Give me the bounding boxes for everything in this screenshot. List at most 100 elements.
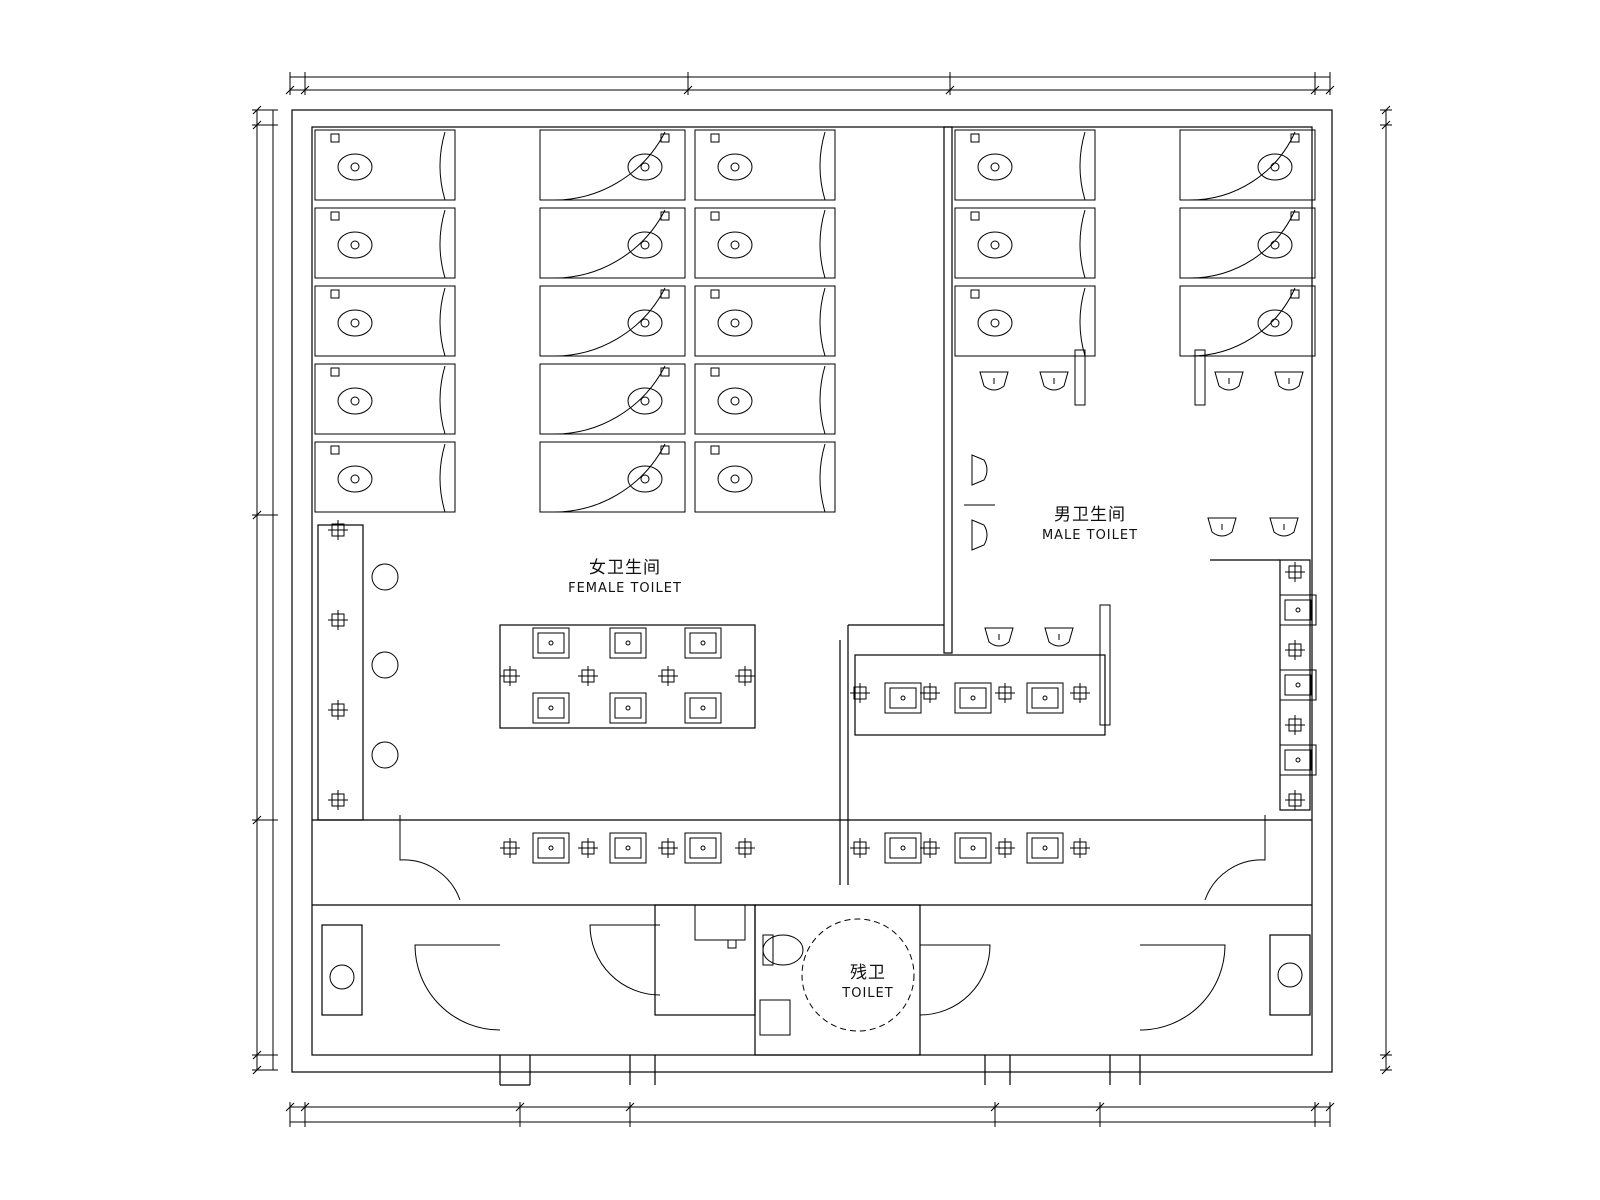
male-counter-sink-0 — [884, 682, 922, 714]
female-lobby-sink-2-basin — [689, 837, 717, 859]
female-stall-midA-0-box — [539, 129, 686, 201]
female-lobby-sink-2 — [684, 832, 722, 864]
female-side-basin-1 — [371, 651, 399, 679]
male-counter-sink-1-drain — [970, 695, 976, 701]
sinks — [328, 520, 1317, 864]
male-stall-left-2-flush — [970, 289, 980, 299]
female-lobby-sink-0-basin — [537, 837, 565, 859]
female-stall-midA-3-toilet-bowl — [627, 387, 663, 415]
female-stall-midB-3-box — [694, 363, 836, 435]
female-stall-midB-1-door-arc — [819, 209, 826, 279]
male-stall-right-1-door-arc — [1189, 209, 1296, 279]
dim-slash-bottom-3 — [625, 1102, 635, 1112]
male-stall-left-1-flush — [970, 211, 980, 221]
female-stall-left-4-flush — [330, 445, 340, 455]
female-island-sink-3-basin — [537, 697, 565, 719]
male-counter-sink-0-basin — [889, 687, 917, 709]
fixtures — [329, 904, 1303, 1036]
dim-slash-bottom-1 — [300, 1102, 310, 1112]
dim-slash-left-1 — [252, 120, 262, 130]
outer-wall — [291, 109, 1333, 1073]
female-stall-midA-2-door-arc — [549, 287, 666, 357]
female-island-sink-5-basin — [689, 697, 717, 719]
female-lobby-sink-2-drain — [700, 845, 706, 851]
male-stalls — [954, 129, 1316, 357]
female-island-sink-4-drain — [625, 705, 631, 711]
male-counter-sink-0-drain — [900, 695, 906, 701]
male-stall-left-0-toilet-bowl — [977, 153, 1013, 181]
female-stall-midA-1-flush — [660, 211, 670, 221]
urinal-3 — [1274, 371, 1304, 391]
female-lobby-sink-0 — [532, 832, 570, 864]
female-island-sink-2-drain — [700, 640, 706, 646]
dim-slash-left-4 — [252, 1050, 262, 1060]
female-stall-left-0-toilet-bowl — [337, 153, 373, 181]
female-stall-left-2-door-arc — [439, 287, 446, 357]
male-stall-left-1-door-arc — [1079, 209, 1086, 279]
female-island-sink-1-drain — [625, 640, 631, 646]
female-stall-left-0-box — [314, 129, 456, 201]
dim-slash-top-4 — [1310, 85, 1320, 95]
female-stall-midA-2-box — [539, 285, 686, 357]
urinal-side-1 — [971, 519, 988, 551]
female-stall-left-3-toilet-bowl — [337, 387, 373, 415]
female-island-sink-1-basin — [614, 632, 642, 654]
female-stall-midB-4-door-arc — [819, 443, 826, 513]
service-sink — [694, 904, 746, 941]
urinal-6 — [984, 627, 1014, 647]
service-door — [589, 924, 661, 996]
female-stall-midA-3-box — [539, 363, 686, 435]
male-side-sink-2-basin — [1284, 749, 1312, 771]
male-lobby-sink-1-drain — [970, 845, 976, 851]
male-entry-door — [1139, 944, 1226, 1031]
female-lobby-sink-1 — [609, 832, 647, 864]
female-stall-midA-4-flush — [660, 445, 670, 455]
female-stall-midB-2-box — [694, 285, 836, 357]
female-stall-midB-3-door-arc — [819, 365, 826, 435]
female-island-sink-1 — [609, 627, 647, 659]
male-stall-right-0-toilet-drain — [1270, 162, 1280, 172]
female-stall-left-3-door-arc — [439, 365, 446, 435]
female-lobby-sink-1-drain — [625, 845, 631, 851]
male-side-sink-0-basin — [1284, 599, 1312, 621]
male-lobby-sink-2-drain — [1042, 845, 1048, 851]
female-stall-left-2-toilet-drain — [350, 318, 360, 328]
female-stall-midB-4-toilet-bowl — [717, 465, 753, 493]
female-stall-left-4-box — [314, 441, 456, 513]
female-stall-midB-4-box — [694, 441, 836, 513]
partition-female-male — [943, 126, 953, 654]
female-stall-midB-3-toilet-drain — [730, 396, 740, 406]
male-lobby-sink-2-basin — [1031, 837, 1059, 859]
male-side-sink-1-drain — [1295, 682, 1301, 688]
female-stall-midA-1-toilet-drain — [640, 240, 650, 250]
female-mop-drain — [329, 964, 355, 990]
male-stall-left-2-toilet-drain — [990, 318, 1000, 328]
dim-slash-top-5 — [1325, 85, 1335, 95]
dim-slash-left-5 — [252, 1065, 262, 1075]
female-stall-midB-3-flush — [710, 367, 720, 377]
female-entry-door — [414, 944, 501, 1031]
female-stall-midA-0-flush — [660, 133, 670, 143]
accessible-toilet-bowl — [762, 934, 804, 966]
female-stall-left-0-flush — [330, 133, 340, 143]
male-stall-right-0-door-arc — [1189, 131, 1296, 201]
female-island-sink-5-drain — [700, 705, 706, 711]
female-lobby-door — [399, 815, 461, 901]
male-stall-left-1-box — [954, 207, 1096, 279]
female-island-sink-5 — [684, 692, 722, 724]
doors — [399, 815, 1266, 1031]
male-side-sink-0-drain — [1295, 607, 1301, 613]
male-mop-sink-box — [1269, 934, 1311, 1016]
accessible-turning-circle — [801, 918, 915, 1032]
male-stall-left-0-flush — [970, 133, 980, 143]
female-stall-midB-2-door-arc — [819, 287, 826, 357]
male-toilet-label-zh: 男卫生间 — [1054, 505, 1126, 525]
urinal-5 — [1269, 517, 1299, 537]
male-stall-right-1-box — [1179, 207, 1316, 279]
dim-slash-left-2 — [252, 510, 262, 520]
female-stall-midB-4-toilet-drain — [730, 474, 740, 484]
urinal-2 — [1214, 371, 1244, 391]
female-stall-midB-1-toilet-bowl — [717, 231, 753, 259]
female-stall-left-1-toilet-drain — [350, 240, 360, 250]
male-counter-sink-2-basin — [1031, 687, 1059, 709]
